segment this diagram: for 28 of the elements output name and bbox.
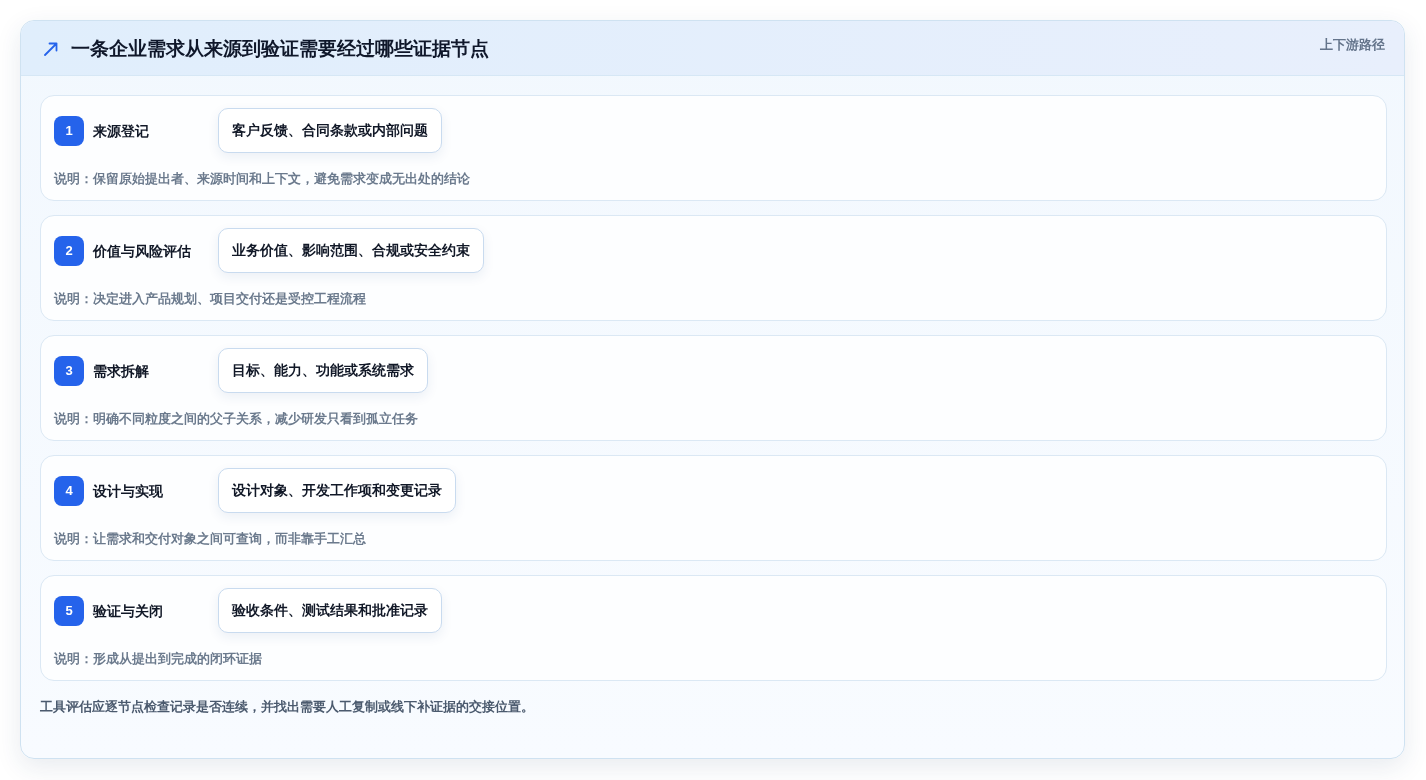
step-number-badge: 3 [54, 356, 84, 386]
evidence-box: 客户反馈、合同条款或内部问题 [218, 108, 442, 153]
stage-title: 验证与关闭 [93, 602, 163, 620]
header-label: 上下游路径 [1320, 37, 1385, 53]
stage-title: 需求拆解 [93, 362, 149, 380]
description-text: 说明：明确不同粒度之间的父子关系，减少研发只看到孤立任务 [54, 411, 418, 427]
stage-card [40, 575, 1387, 681]
caption-text: 工具评估应逐节点检查记录是否连续，并找出需要人工复制或线下补证据的交接位置。 [40, 698, 534, 716]
step-number-badge: 5 [54, 596, 84, 626]
description-text: 说明：保留原始提出者、来源时间和上下文，避免需求变成无出处的结论 [54, 171, 470, 187]
description-text: 说明：决定进入产品规划、项目交付还是受控工程流程 [54, 291, 366, 307]
step-number-badge: 2 [54, 236, 84, 266]
stage-card [40, 95, 1387, 201]
stage-title: 来源登记 [93, 122, 149, 140]
evidence-box: 目标、能力、功能或系统需求 [218, 348, 428, 393]
step-number-badge: 1 [54, 116, 84, 146]
description-text: 说明：形成从提出到完成的闭环证据 [54, 651, 262, 667]
evidence-box: 验收条件、测试结果和批准记录 [218, 588, 442, 633]
stage-card [40, 215, 1387, 321]
title: 一条企业需求从来源到验证需要经过哪些证据节点 [71, 37, 489, 61]
description-text: 说明：让需求和交付对象之间可查询，而非靠手工汇总 [54, 531, 366, 547]
stage-card [40, 455, 1387, 561]
stage-title: 价值与风险评估 [93, 242, 191, 260]
stage-card [40, 335, 1387, 441]
evidence-box: 业务价值、影响范围、合规或安全约束 [218, 228, 484, 273]
evidence-box: 设计对象、开发工作项和变更记录 [218, 468, 456, 513]
stage-title: 设计与实现 [93, 482, 163, 500]
step-number-badge: 4 [54, 476, 84, 506]
